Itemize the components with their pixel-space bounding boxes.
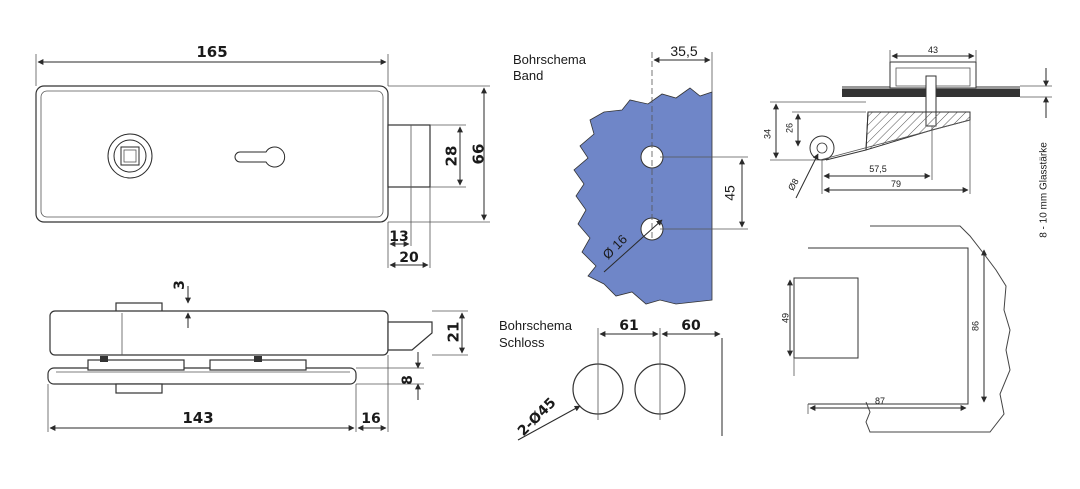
lock-bolt [387,124,431,188]
lock-scheme-title-1: Bohrschema [499,318,573,333]
dim-57-5: 57,5 [869,164,887,174]
lock-box [793,277,859,359]
dim-86: 86 [970,321,980,331]
keyhole-icon [234,146,286,168]
dim-60: 60 [681,318,701,334]
dim-16: 16 [361,411,380,427]
hinge-scheme-title-2: Band [513,68,543,83]
dim-34: 34 [762,129,772,139]
dim-2x45: 2-Ø45 [515,395,560,440]
dim-79: 79 [891,179,901,189]
dim-26: 26 [784,123,794,133]
dim-d8: Ø8 [786,177,801,192]
lock-side-view: 3 21 8 143 16 [47,280,468,432]
frame-detail: 49 86 87 [780,225,1011,433]
glass-panel [573,87,713,305]
dim-20: 20 [399,250,419,266]
dim-21: 21 [445,322,463,343]
hinge-drill-scheme: Bohrschema Band 35,5 45 Ø 16 [513,43,748,305]
dim-28: 28 [443,146,461,167]
lock-body-inner [40,90,384,218]
dim-66: 66 [470,144,488,165]
dim-143: 143 [182,409,213,427]
dim-43: 43 [928,45,938,55]
dim-35-5: 35,5 [670,43,697,59]
dim-87: 87 [875,396,885,406]
dim-8: 8 [400,375,416,385]
lock-scheme-title-2: Schloss [499,335,545,350]
dim-45: 45 [722,185,738,201]
lock-body-front [35,85,389,223]
side-body [49,310,389,356]
lock-cylinder [107,133,153,179]
glass-thickness-label: 8 - 10 mm Glasstärke [1039,142,1050,238]
frame-outline [865,225,1011,433]
dim-61: 61 [619,318,638,334]
hinge-scheme-title-1: Bohrschema [513,52,587,67]
dim-49: 49 [780,313,790,323]
dim-3: 3 [172,280,188,290]
dim-165: 165 [196,43,227,61]
dim-13: 13 [389,229,408,245]
lock-front-view: 165 66 28 13 20 [35,43,490,268]
side-bolt [387,321,433,351]
lock-drill-scheme: Bohrschema Schloss 61 60 2-Ø45 [499,318,723,441]
hinge-detail: 43 34 26 57,5 79 Ø8 8 - 10 mm Glasstärke [762,45,1052,238]
